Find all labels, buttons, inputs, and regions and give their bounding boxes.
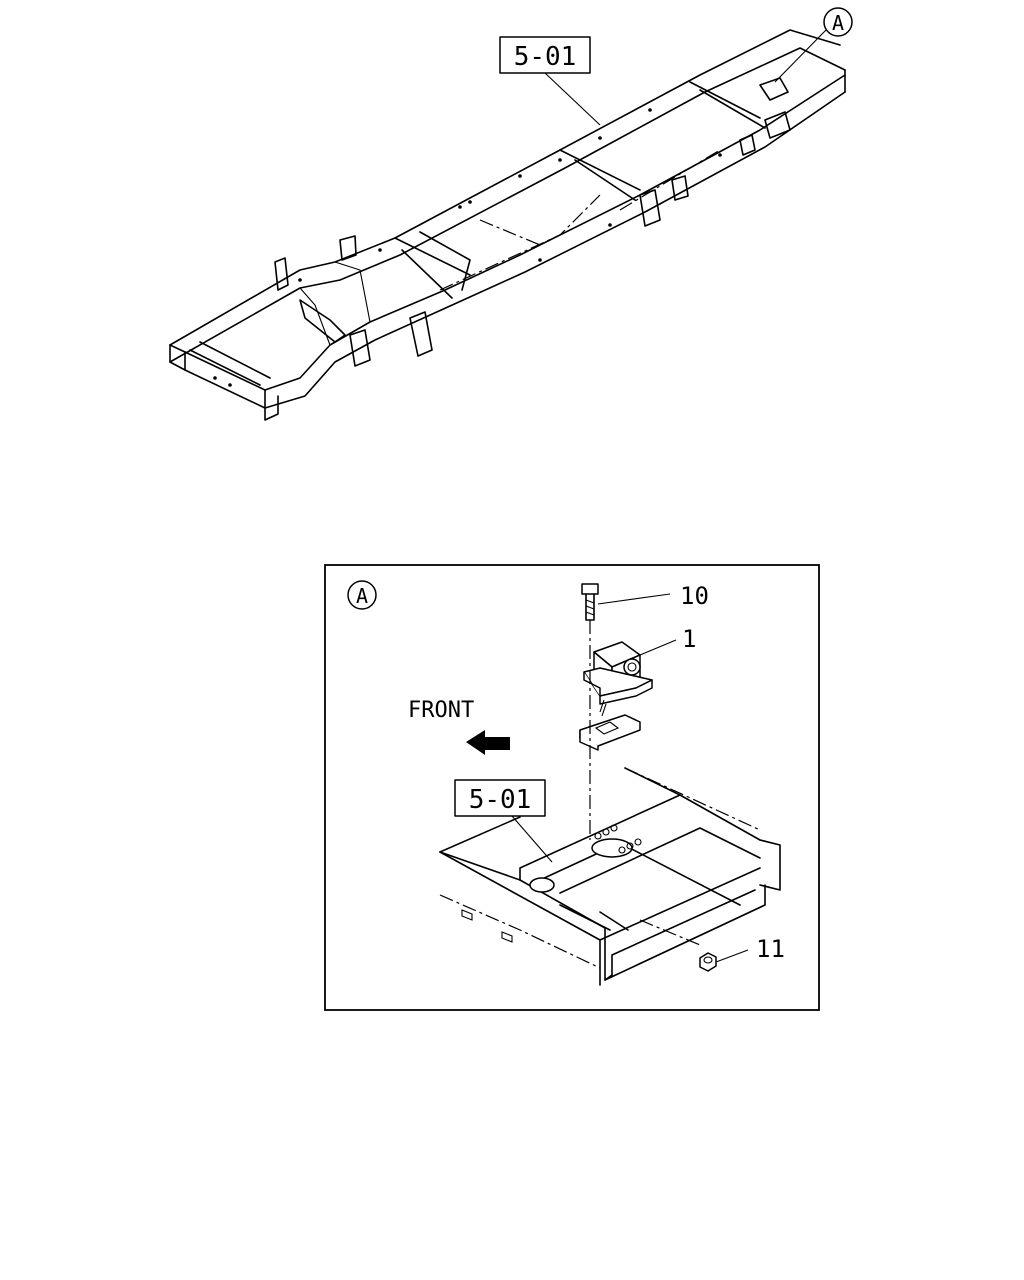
callout-leader-10 [597,593,671,605]
frame-rivets [213,108,722,387]
ref-label-detail: 5-01 [469,785,532,815]
assembly-chain [599,699,607,717]
frame-rail-section [439,767,781,986]
detail-marker-leader [774,29,827,83]
callout-number-10: 10 [680,582,709,610]
callout-number-1: 1 [682,625,696,653]
front-direction-label: FRONT [408,698,474,723]
frame-hidden-edge [439,894,601,969]
ref-leader-detail [511,815,553,863]
detail-panel-marker-letter: A [356,584,368,608]
detail-marker-circle [823,7,853,37]
ref-leader-overview [544,72,601,126]
callout-number-11: 11 [756,935,785,963]
chassis-frame-overview: 5-01 A [169,7,853,421]
relay-unit-part [583,641,653,705]
ref-box-detail [454,779,546,817]
callout-leader-1 [639,639,677,656]
detail-marker-letter: A [832,11,844,35]
front-arrow-icon [466,730,510,755]
detail-panel-marker-circle [347,580,377,610]
nut-part [699,952,717,972]
detail-panel: A FRONT 10 1 [324,564,820,1011]
ref-label-overview: 5-01 [514,42,577,72]
callout-leader-11 [715,949,749,963]
ref-box-overview [499,36,591,74]
frame-hidden-axis [639,919,701,946]
mounting-bracket-part [579,714,641,751]
detail-border [324,564,820,1011]
